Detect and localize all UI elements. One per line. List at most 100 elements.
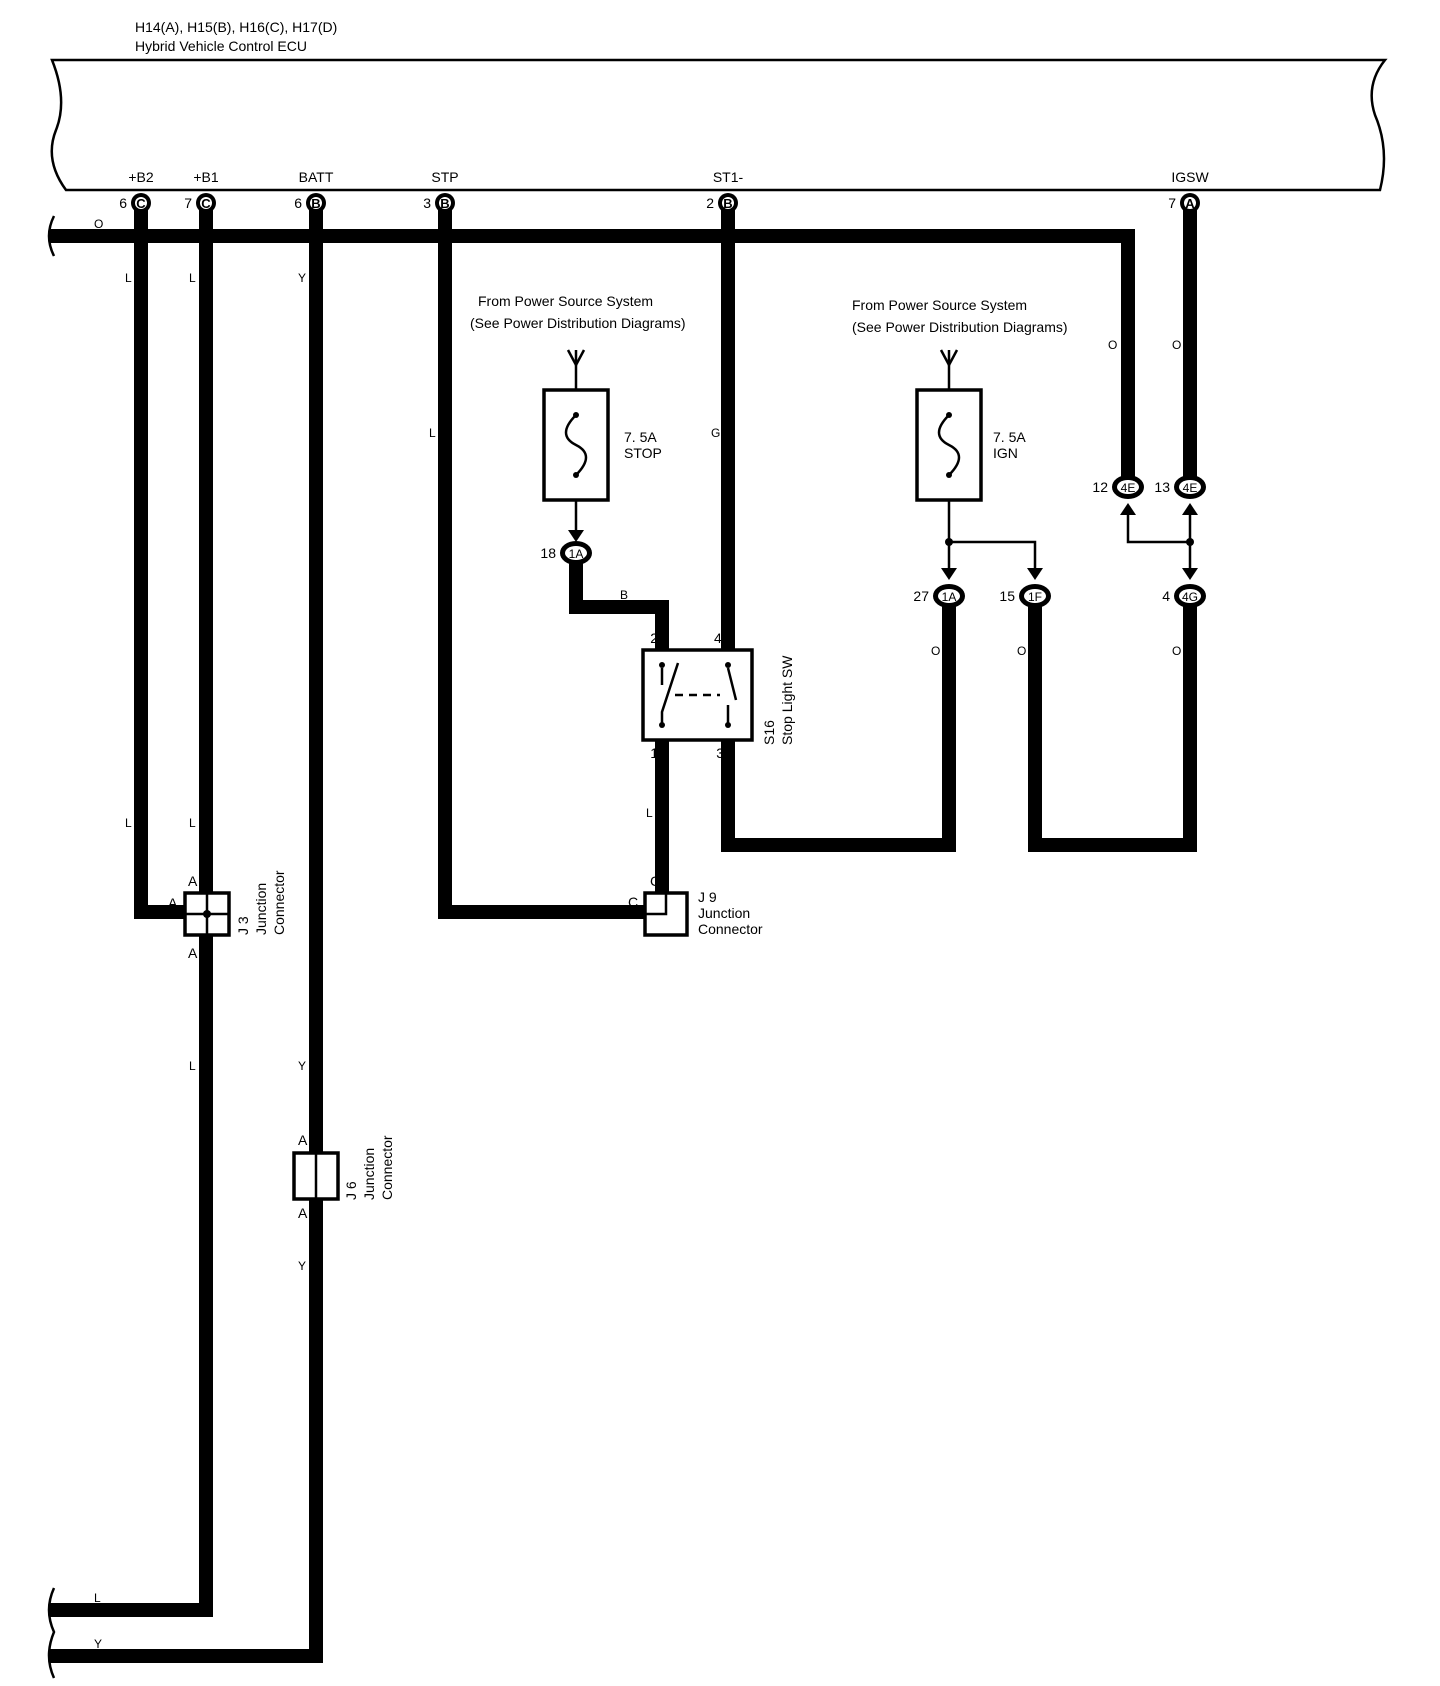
connector-4e-13: 4E 13	[1154, 475, 1206, 499]
connector-4e-12: 4E 12	[1092, 475, 1144, 499]
terminal-label-batt: BATT	[299, 169, 334, 185]
connector-1a-27: 1A 27	[913, 584, 965, 608]
ign-junction-dot	[945, 538, 953, 546]
svg-text:1A: 1A	[942, 590, 957, 604]
svg-text:18: 18	[540, 545, 556, 561]
terminal-pin-igsw: 7	[1168, 195, 1176, 211]
s16-pin-1: 1	[650, 745, 658, 761]
ecu-name-label: Hybrid Vehicle Control ECU	[135, 38, 307, 54]
wc-g-st1: G	[711, 426, 720, 440]
terminal-pin-b1: 7	[184, 195, 192, 211]
wc-y-bottom: Y	[94, 1637, 102, 1651]
terminal-pin-st1: 2	[706, 195, 714, 211]
wire-s16-pin3	[721, 601, 956, 852]
arrow-stop-source-icon	[566, 349, 586, 368]
j3-pin-a-bottom: A	[188, 945, 198, 961]
j3-name1: Junction	[253, 883, 269, 935]
wc-o-top: O	[94, 217, 103, 231]
j3-pin-a-top: A	[188, 873, 198, 889]
svg-text:1A: 1A	[569, 547, 584, 561]
j3-pin-a-left: A	[168, 895, 178, 911]
ign-source-line1: From Power Source System	[852, 297, 1027, 313]
wc-l-s16-pin1: L	[646, 806, 653, 820]
terminal-pin-batt: 6	[294, 195, 302, 211]
junction-j3	[183, 891, 231, 937]
terminal-connector-st1: B	[723, 196, 732, 211]
terminal-connector-b1: C	[201, 196, 211, 211]
j9-pin-c-left: C	[628, 894, 638, 910]
j6-id: J 6	[343, 1181, 359, 1200]
connector-4g-4: 4G 4	[1162, 584, 1206, 608]
j3-id: J 3	[235, 916, 251, 935]
svg-text:12: 12	[1092, 479, 1108, 495]
wire-left-break-bottom	[47, 1587, 56, 1679]
arrow-ign-source-icon	[939, 349, 959, 368]
connector-1f-15: 1F 15	[999, 584, 1051, 608]
stop-fuse-name: STOP	[624, 445, 662, 461]
s16-id: S16	[761, 720, 777, 745]
wc-o-4e12: O	[1108, 338, 1117, 352]
svg-text:13: 13	[1154, 479, 1170, 495]
arrow-4e12-icon	[1120, 503, 1136, 515]
j6-pin-a-top: A	[298, 1132, 308, 1148]
j6-name2: Connector	[379, 1135, 395, 1200]
wc-o-igsw: O	[1172, 338, 1181, 352]
wire-b1	[49, 203, 213, 1617]
wc-l-b2-1: L	[125, 271, 132, 285]
arrow-4e13-icon	[1182, 503, 1198, 515]
stop-source-line1: From Power Source System	[478, 293, 653, 309]
terminal-label-stp: STP	[431, 169, 458, 185]
wire-left-break-top	[47, 215, 56, 257]
svg-text:4G: 4G	[1182, 590, 1198, 604]
wc-l-b2-2: L	[125, 816, 132, 830]
svg-text:1F: 1F	[1028, 590, 1042, 604]
wc-y-batt-3: Y	[298, 1259, 306, 1273]
arrow-ign-1a-icon	[941, 568, 957, 580]
j6-name1: Junction	[361, 1148, 377, 1200]
4e-junction-dot	[1186, 538, 1194, 546]
terminal-pin-b2: 6	[119, 195, 127, 211]
j6-pin-a-bottom: A	[298, 1205, 308, 1221]
connector-1a-18: 1A 18	[540, 541, 592, 565]
stop-source-line2: (See Power Distribution Diagrams)	[470, 315, 686, 331]
ecu-terminal-igsw: A 7	[1168, 193, 1200, 213]
svg-text:4: 4	[1162, 588, 1170, 604]
arrow-ign-1f-icon	[1027, 568, 1043, 580]
j9-name2: Connector	[698, 921, 763, 937]
terminal-label-st1: ST1-	[713, 169, 744, 185]
ecu-terminal-b2: C 6	[119, 193, 151, 213]
s16-pin-2: 2	[650, 630, 658, 646]
wc-y-batt-2: Y	[298, 1059, 306, 1073]
wc-l-bottom: L	[94, 1591, 101, 1605]
terminal-label-b1: +B1	[193, 169, 219, 185]
s16-pin-3: 3	[716, 745, 724, 761]
j3-name2: Connector	[271, 870, 287, 935]
svg-text:4E: 4E	[1183, 481, 1198, 495]
wire-stp	[438, 203, 655, 919]
wc-b-stop: B	[620, 588, 628, 602]
ecu-terminal-batt: B 6	[294, 193, 326, 213]
wire-o-top	[49, 229, 1135, 487]
wc-l-b1-1: L	[189, 271, 196, 285]
ign-fuse	[915, 388, 983, 502]
wire-b-stop	[569, 558, 669, 657]
junction-j9	[643, 891, 689, 937]
j9-id: J 9	[698, 889, 717, 905]
j9-name1: Junction	[698, 905, 750, 921]
terminal-connector-igsw: A	[1185, 196, 1195, 211]
ign-fuse-rating: 7. 5A	[993, 429, 1026, 445]
terminal-connector-stp: B	[440, 196, 449, 211]
stop-light-switch	[641, 648, 754, 742]
wc-o-1f15: O	[1017, 644, 1026, 658]
wc-y-batt-1: Y	[298, 271, 306, 285]
terminal-label-b2: +B2	[128, 169, 154, 185]
wire-ign-branch	[949, 540, 1037, 575]
svg-text:4E: 4E	[1121, 481, 1136, 495]
stop-fuse-rating: 7. 5A	[624, 429, 657, 445]
terminal-label-igsw: IGSW	[1171, 169, 1209, 185]
arrow-stop-1a-icon	[568, 530, 584, 542]
terminal-connector-batt: B	[311, 196, 320, 211]
wc-o-4g4: O	[1172, 644, 1181, 658]
j9-pin-c-top: C	[650, 873, 660, 889]
